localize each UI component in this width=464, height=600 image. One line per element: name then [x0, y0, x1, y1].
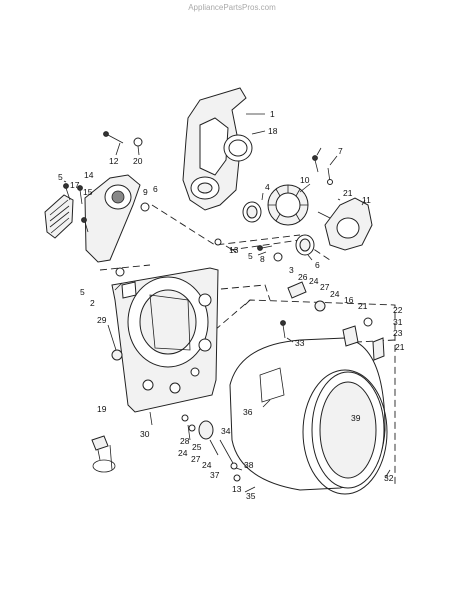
callout-13b: 13: [232, 484, 242, 494]
callout-5b: 5: [248, 251, 253, 261]
callout-9: 9: [143, 187, 148, 197]
callout-6b: 6: [315, 260, 320, 270]
callout-29: 29: [97, 315, 107, 325]
callout-39: 39: [351, 413, 361, 423]
callout-4: 4: [265, 182, 270, 192]
callout-3: 3: [289, 265, 294, 275]
callout-36: 36: [243, 407, 253, 417]
callout-27b: 27: [191, 454, 201, 464]
callout-10: 10: [300, 175, 310, 185]
drum: [229, 337, 386, 491]
callout-1: 1: [270, 109, 275, 119]
drum-belt: [302, 369, 388, 495]
callout-16: 16: [344, 295, 354, 305]
callout-24d: 24: [202, 460, 212, 470]
callout-18: 18: [268, 126, 278, 136]
callout-22: 22: [393, 305, 403, 315]
callout-21: 21: [343, 188, 353, 198]
callout-37: 37: [210, 470, 220, 480]
callout-26: 26: [298, 272, 308, 282]
callout-8: 8: [260, 254, 265, 264]
callout-33: 33: [295, 338, 305, 348]
callout-15: 15: [83, 187, 93, 197]
blower-wheel: [267, 184, 309, 226]
callout-labels: 1 18 12 20 5 7 14 17 15 9 6 4 10 21 11 1…: [58, 109, 405, 501]
lint-screen: [44, 194, 74, 239]
leader-lines: [63, 113, 391, 493]
wire-harness: [91, 435, 116, 473]
callout-38: 38: [244, 460, 254, 470]
callout-21c: 21: [395, 342, 405, 352]
callout-6: 6: [153, 184, 158, 194]
callout-23: 23: [393, 328, 403, 338]
callout-14: 14: [84, 170, 94, 180]
blower-seal-rings: [242, 201, 315, 256]
callout-28: 28: [180, 436, 190, 446]
callout-11: 11: [362, 195, 371, 205]
lint-filter-housing: [84, 174, 141, 263]
watermark-text: AppliancePartsPros.com: [188, 3, 276, 12]
blower-housing: [324, 197, 373, 251]
callout-21b: 21: [358, 301, 368, 311]
callout-7: 7: [338, 146, 343, 156]
felt-seal-ring: [223, 134, 253, 162]
callout-24c: 24: [178, 448, 188, 458]
callout-13: 13: [229, 245, 239, 255]
callout-5: 5: [58, 172, 63, 182]
callout-17: 17: [70, 180, 80, 190]
main-bulkhead-panel: [111, 267, 219, 413]
callout-25: 25: [192, 442, 202, 452]
front-bulkhead-upper: [182, 87, 247, 211]
callout-2: 2: [90, 298, 95, 308]
callout-5c: 5: [80, 287, 85, 297]
callout-27: 27: [320, 282, 330, 292]
callout-24: 24: [309, 276, 319, 286]
screws-and-clips: [63, 131, 385, 482]
callout-12: 12: [109, 156, 119, 166]
callout-30: 30: [140, 429, 150, 439]
callout-19: 19: [97, 404, 107, 414]
callout-31: 31: [393, 317, 403, 327]
callout-32: 32: [384, 473, 394, 483]
callout-20: 20: [133, 156, 143, 166]
callout-24b: 24: [330, 289, 340, 299]
callout-34: 34: [221, 426, 231, 436]
callout-35: 35: [246, 491, 256, 501]
